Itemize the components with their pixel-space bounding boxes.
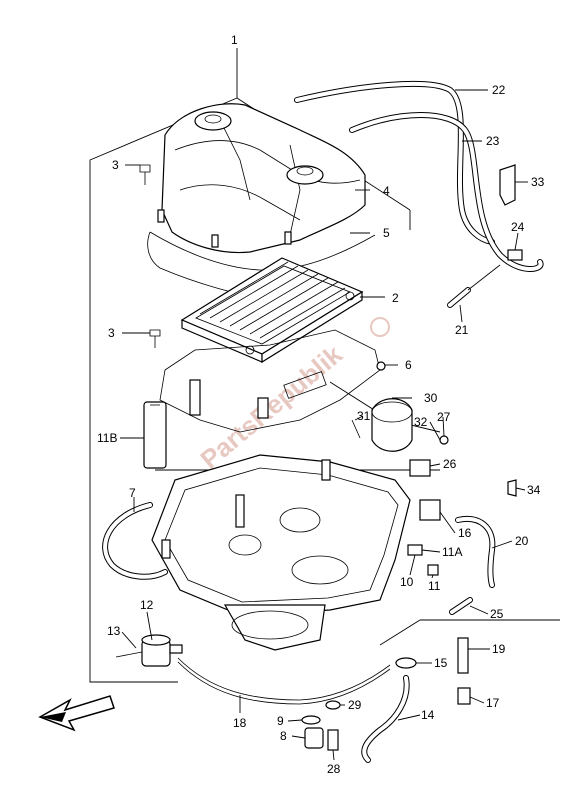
filter-frame (159, 329, 381, 433)
part-number-labels: 1 3 4 5 2 3 6 11B 7 12 13 18 9 8 29 28 1… (97, 33, 545, 776)
joint-part-24 (507, 249, 523, 261)
label-20: 20 (515, 534, 529, 548)
label-11b: 11B (97, 431, 117, 445)
label-25: 25 (490, 607, 504, 621)
label-34: 34 (527, 483, 541, 497)
screw-part-3-upper (139, 164, 151, 185)
label-3-lower: 3 (108, 326, 115, 340)
label-27: 27 (437, 410, 451, 424)
sensor-part-28 (327, 729, 339, 751)
watermark-gear-icon (370, 317, 390, 337)
label-26: 26 (443, 457, 457, 471)
label-1: 1 (231, 33, 238, 47)
duct-part-30 (371, 398, 413, 452)
bracket-part-10 (407, 544, 423, 556)
clamp-part-15 (395, 657, 417, 669)
valve-part-12 (141, 634, 183, 667)
clip-part-33 (499, 164, 516, 206)
label-5: 5 (383, 226, 390, 240)
label-23: 23 (486, 134, 500, 148)
bolt-part-27 (439, 435, 449, 445)
label-29: 29 (348, 698, 362, 712)
label-13: 13 (107, 624, 121, 638)
label-18: 18 (233, 716, 247, 730)
solenoid-part-16 (419, 499, 441, 521)
washer-part-29 (325, 700, 341, 710)
clamp-part-9 (301, 715, 321, 725)
clip-part-11 (427, 564, 439, 576)
pipe-part-19 (457, 637, 469, 674)
label-17: 17 (486, 696, 500, 710)
label-14: 14 (421, 708, 435, 722)
label-24: 24 (511, 220, 525, 234)
screw-part-31 (351, 419, 361, 439)
leader-lines (120, 89, 528, 761)
label-21: 21 (455, 323, 469, 337)
air-cleaner-case (151, 454, 411, 651)
label-19: 19 (492, 642, 506, 656)
front-direction-arrow-icon (38, 695, 115, 732)
screw-part-3-lower (149, 329, 161, 348)
label-28: 28 (327, 762, 341, 776)
screw-part-13 (115, 651, 143, 658)
label-9: 9 (277, 714, 284, 728)
label-32: 32 (414, 415, 428, 429)
label-15: 15 (434, 656, 448, 670)
hose-part-14 (361, 675, 410, 763)
cap-part-8 (304, 727, 324, 749)
label-22: 22 (492, 83, 506, 97)
bracket-part-26 (409, 459, 431, 477)
clip-part-34 (507, 479, 517, 497)
label-11a: 11A (442, 545, 462, 559)
label-6: 6 (405, 358, 412, 372)
label-11: 11 (428, 579, 441, 593)
label-7: 7 (129, 486, 136, 500)
label-2: 2 (392, 291, 399, 305)
foam-pad (143, 401, 167, 469)
label-10: 10 (400, 575, 414, 589)
label-33: 33 (531, 175, 545, 189)
assembly-bracket-outline (89, 48, 238, 683)
watermark-text: PartsRepublik (195, 339, 349, 475)
hose-part-18 (177, 657, 391, 701)
label-4: 4 (383, 184, 390, 198)
label-8: 8 (280, 729, 287, 743)
label-3-upper: 3 (112, 158, 119, 172)
air-filter-element (180, 257, 364, 364)
valve-part-17 (457, 687, 471, 705)
label-31: 31 (357, 409, 371, 423)
air-cleaner-cover (157, 103, 366, 254)
label-12: 12 (140, 598, 154, 612)
label-16: 16 (458, 526, 472, 540)
label-30: 30 (424, 391, 438, 405)
bolt-part-6 (376, 361, 386, 371)
